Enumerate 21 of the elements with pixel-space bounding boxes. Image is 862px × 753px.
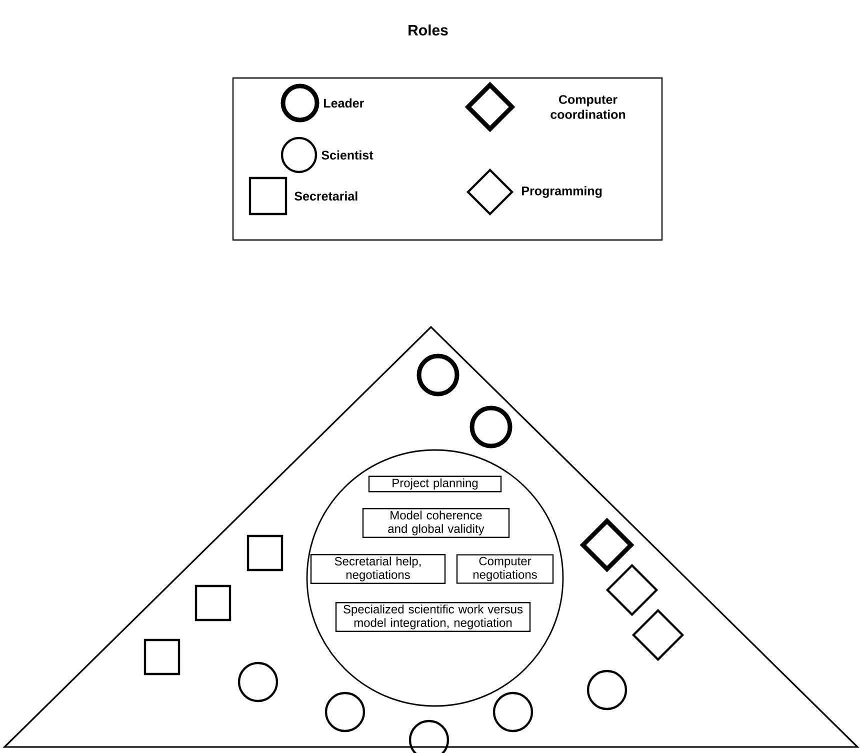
square (194, 584, 232, 622)
circle (470, 406, 512, 448)
circle (492, 692, 534, 732)
text-box: Specialized scientific work versus model integration, negotiation (335, 602, 531, 632)
legend-label: Programming (522, 186, 602, 198)
legend-label: Secretarial (294, 191, 358, 201)
circle (238, 662, 278, 702)
text-box: Project planning (368, 476, 502, 492)
legend-label: Scientist (322, 150, 374, 160)
circle (324, 692, 366, 732)
square (144, 638, 180, 676)
text-box: Model coherence and global validity (362, 508, 510, 538)
big-circle (306, 449, 564, 707)
text-box: Secretarial help, negotiations (310, 554, 446, 584)
square (246, 534, 284, 572)
text-box: Computer negotiations (456, 554, 554, 584)
legend-label: Computer coordination (550, 95, 626, 119)
title: Roles (408, 24, 448, 36)
circle (586, 670, 628, 710)
circle (416, 354, 460, 396)
legend-label: Leader (324, 98, 364, 108)
